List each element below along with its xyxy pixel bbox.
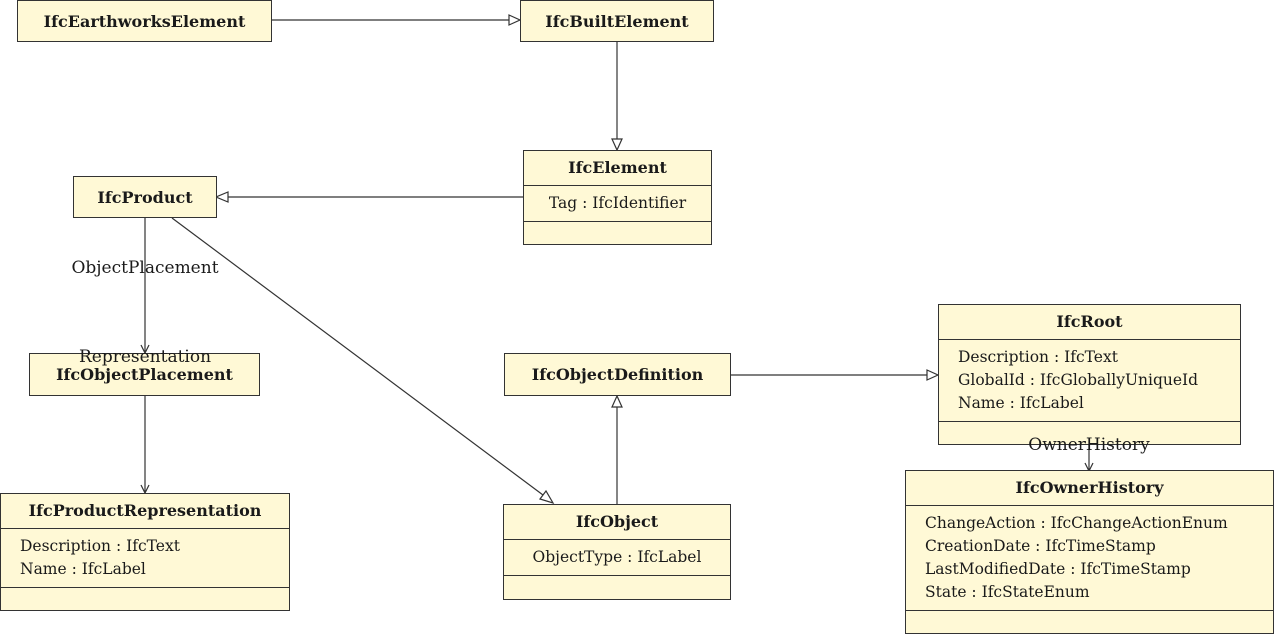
operation-compartment <box>906 611 1273 628</box>
attribute: ObjectType : IfcLabel <box>532 548 702 566</box>
edge-label-representation: Representation <box>78 347 212 367</box>
attribute: Description : IfcText <box>958 348 1118 366</box>
attribute: Tag : IfcIdentifier <box>548 194 687 212</box>
generalization-arrowhead-product <box>214 191 229 203</box>
class-name: IfcEarthworksElement <box>43 11 246 31</box>
attribute: LastModifiedDate : IfcTimeStamp <box>925 560 1191 578</box>
class-name: IfcElement <box>524 151 711 186</box>
class-ifcobjectdefinition: IfcObjectDefinition <box>504 353 731 396</box>
operation-compartment <box>504 576 730 593</box>
attribute: Name : IfcLabel <box>958 394 1084 412</box>
generalization-arrowhead-root <box>926 369 940 381</box>
operation-compartment <box>1 588 289 605</box>
class-ifcownerhistory: IfcOwnerHistory ChangeAction : IfcChange… <box>905 470 1274 634</box>
attribute: State : IfcStateEnum <box>925 583 1090 601</box>
attribute-compartment: ChangeAction : IfcChangeActionEnum Creat… <box>906 506 1273 611</box>
attribute: GlobalId : IfcGloballyUniqueId <box>958 371 1199 389</box>
edge-label-object-placement: ObjectPlacement <box>71 258 219 278</box>
class-name: IfcObjectDefinition <box>531 365 704 384</box>
attribute-compartment: Tag : IfcIdentifier <box>524 186 711 222</box>
generalization-arrowhead-objdef <box>611 394 623 408</box>
generalization-arrowhead-built <box>508 14 522 26</box>
attribute: ChangeAction : IfcChangeActionEnum <box>925 514 1228 532</box>
class-name: IfcObject <box>504 505 730 540</box>
class-name: IfcProductRepresentation <box>1 494 289 529</box>
attribute: CreationDate : IfcTimeStamp <box>925 537 1156 555</box>
class-ifcearthworkselement: IfcEarthworksElement <box>17 0 272 42</box>
operation-compartment <box>524 222 711 239</box>
class-ifcproduct: IfcProduct <box>73 176 217 218</box>
class-name: IfcRoot <box>939 305 1240 340</box>
generalization-product-object <box>171 217 544 496</box>
class-ifcobject: IfcObject ObjectType : IfcLabel <box>503 504 731 600</box>
class-name: IfcProduct <box>97 187 193 207</box>
generalization-arrowhead-object <box>539 489 555 505</box>
attribute: Name : IfcLabel <box>20 560 146 578</box>
class-ifcroot: IfcRoot Description : IfcText GlobalId :… <box>938 304 1241 445</box>
attribute: Description : IfcText <box>20 537 180 555</box>
class-ifcbuiltelement: IfcBuiltElement <box>520 0 714 42</box>
class-name: IfcObjectPlacement <box>56 365 233 384</box>
attribute-compartment: Description : IfcText GlobalId : IfcGlob… <box>939 340 1240 422</box>
class-ifcobjectplacement: IfcObjectPlacement <box>29 353 260 396</box>
class-ifcproductrepresentation: IfcProductRepresentation Description : I… <box>0 493 290 611</box>
attribute-compartment: Description : IfcText Name : IfcLabel <box>1 529 289 588</box>
class-ifcelement: IfcElement Tag : IfcIdentifier <box>523 150 712 245</box>
class-name: IfcOwnerHistory <box>906 471 1273 506</box>
generalization-arrowhead-element <box>611 138 623 152</box>
edge-label-owner-history: OwnerHistory <box>1028 435 1150 455</box>
attribute-compartment: ObjectType : IfcLabel <box>504 540 730 576</box>
class-name: IfcBuiltElement <box>545 11 689 31</box>
